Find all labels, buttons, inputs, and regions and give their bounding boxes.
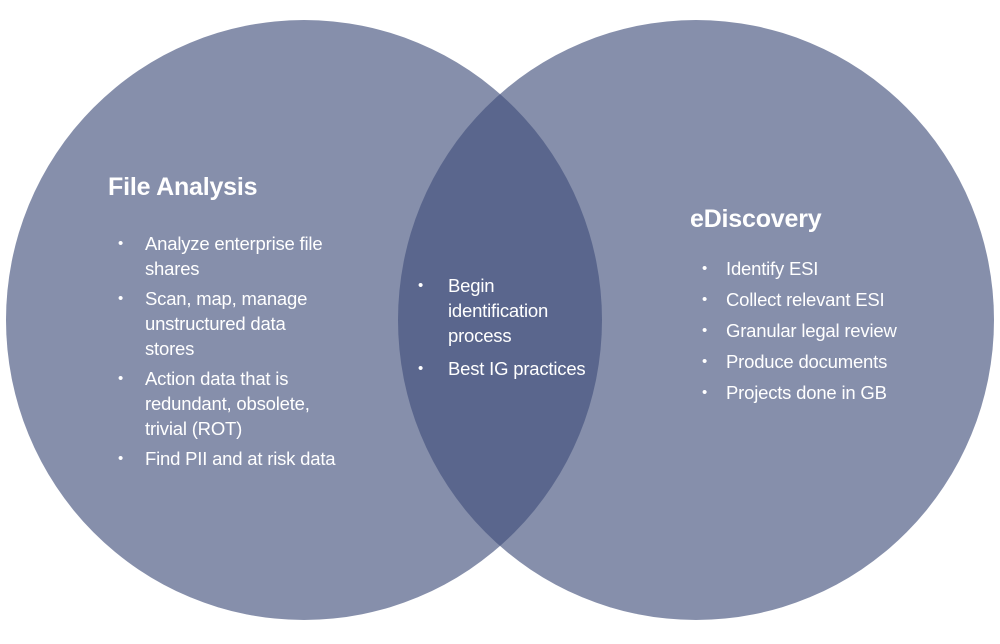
- file-analysis-title: File Analysis: [108, 173, 258, 201]
- list-item: • Scan, map, manage unstructured data st…: [118, 286, 368, 361]
- list-item-text: Granular legal review: [726, 320, 897, 341]
- ediscovery-title: eDiscovery: [690, 205, 822, 233]
- bullet-icon: •: [418, 277, 424, 294]
- list-item-text: Action data that is redundant, obsolete,…: [145, 368, 310, 439]
- list-item-text: Collect relevant ESI: [726, 289, 885, 310]
- overlap-list: • Begin identification process • Best IG…: [418, 273, 603, 389]
- list-item: • Action data that is redundant, obsolet…: [118, 366, 368, 441]
- bullet-icon: •: [118, 450, 124, 467]
- bullet-icon: •: [118, 290, 124, 307]
- file-analysis-list: • Analyze enterprise file shares • Scan,…: [118, 231, 368, 476]
- bullet-icon: •: [702, 322, 708, 339]
- list-item-text: Best IG practices: [448, 358, 586, 379]
- list-item: • Analyze enterprise file shares: [118, 231, 368, 281]
- list-item: • Best IG practices: [418, 356, 603, 381]
- bullet-icon: •: [118, 235, 124, 252]
- list-item-text: Analyze enterprise file shares: [145, 233, 323, 279]
- bullet-icon: •: [418, 360, 424, 377]
- ediscovery-circle: [398, 20, 994, 620]
- ediscovery-list: • Identify ESI • Collect relevant ESI • …: [702, 256, 972, 411]
- list-item-text: Produce documents: [726, 351, 888, 372]
- list-item: • Begin identification process: [418, 273, 603, 348]
- list-item: • Granular legal review: [702, 318, 972, 343]
- list-item: • Collect relevant ESI: [702, 287, 972, 312]
- list-item: • Identify ESI: [702, 256, 972, 281]
- list-item: • Produce documents: [702, 349, 972, 374]
- list-item-text: Find PII and at risk data: [145, 448, 336, 469]
- bullet-icon: •: [702, 291, 708, 308]
- list-item: • Projects done in GB: [702, 380, 972, 405]
- bullet-icon: •: [702, 353, 708, 370]
- bullet-icon: •: [702, 384, 708, 401]
- list-item-text: Scan, map, manage unstructured data stor…: [145, 288, 308, 359]
- list-item-text: Projects done in GB: [726, 382, 887, 403]
- bullet-icon: •: [118, 370, 124, 387]
- list-item-text: Begin identification process: [448, 275, 549, 346]
- bullet-icon: •: [702, 260, 708, 277]
- list-item: • Find PII and at risk data: [118, 446, 368, 471]
- list-item-text: Identify ESI: [726, 258, 819, 279]
